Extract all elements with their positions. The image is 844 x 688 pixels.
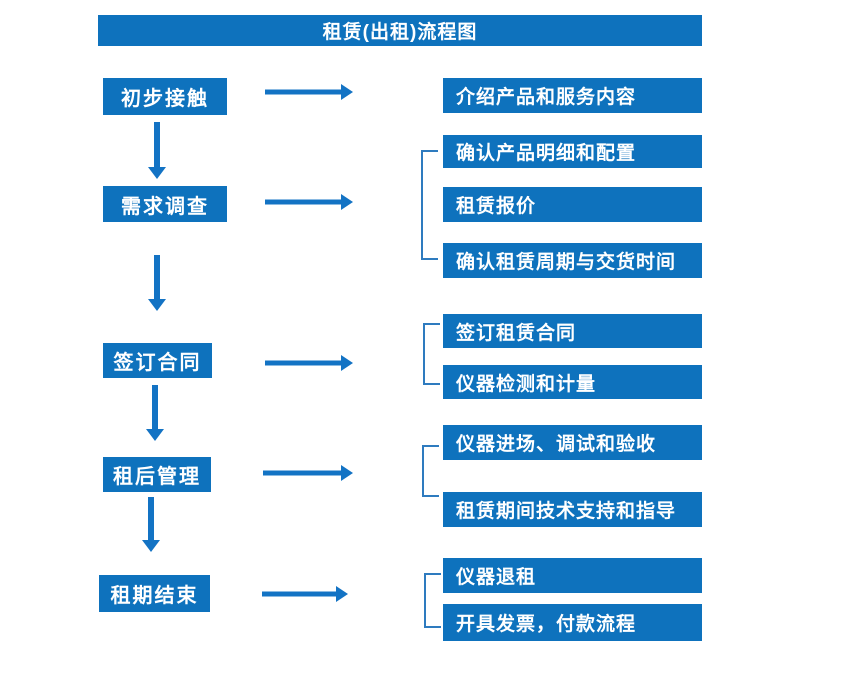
detail-box-rental-quote: 租赁报价 — [443, 187, 702, 222]
detail-box-invoice-payment: 开具发票，付款流程 — [443, 604, 702, 641]
right-arrow-2 — [265, 194, 353, 210]
group-bracket-post-rental — [422, 445, 439, 497]
down-arrow-1 — [148, 122, 166, 179]
group-bracket-rental-end — [424, 573, 441, 628]
detail-box-sign-rental-contract: 签订租赁合同 — [443, 314, 702, 348]
detail-box-instrument-inspection: 仪器检测和计量 — [443, 365, 702, 399]
detail-box-introduce-products: 介绍产品和服务内容 — [443, 78, 702, 113]
detail-box-confirm-rental-period: 确认租赁周期与交货时间 — [443, 243, 702, 278]
stage-box-post-rental-management: 租后管理 — [103, 457, 211, 492]
detail-box-instrument-setup-acceptance: 仪器进场、调试和验收 — [443, 425, 702, 460]
down-arrow-2 — [148, 255, 166, 311]
detail-box-instrument-return: 仪器退租 — [443, 558, 702, 593]
detail-box-confirm-product-details: 确认产品明细和配置 — [443, 135, 702, 168]
down-arrow-4 — [142, 497, 160, 552]
stage-box-demand-survey: 需求调查 — [103, 186, 227, 222]
group-bracket-sign-contract — [423, 323, 440, 385]
group-bracket-demand-survey — [421, 150, 438, 260]
right-arrow-1 — [265, 84, 353, 100]
right-arrow-5 — [262, 586, 348, 602]
right-arrow-4 — [263, 465, 353, 481]
flowchart-title: 租赁(出租)流程图 — [98, 15, 702, 46]
stage-box-rental-end: 租期结束 — [99, 575, 210, 612]
down-arrow-3 — [146, 385, 164, 441]
stage-box-sign-contract: 签订合同 — [103, 343, 212, 378]
detail-box-technical-support: 租赁期间技术支持和指导 — [443, 492, 702, 527]
stage-box-initial-contact: 初步接触 — [103, 78, 227, 115]
right-arrow-3 — [265, 355, 353, 371]
